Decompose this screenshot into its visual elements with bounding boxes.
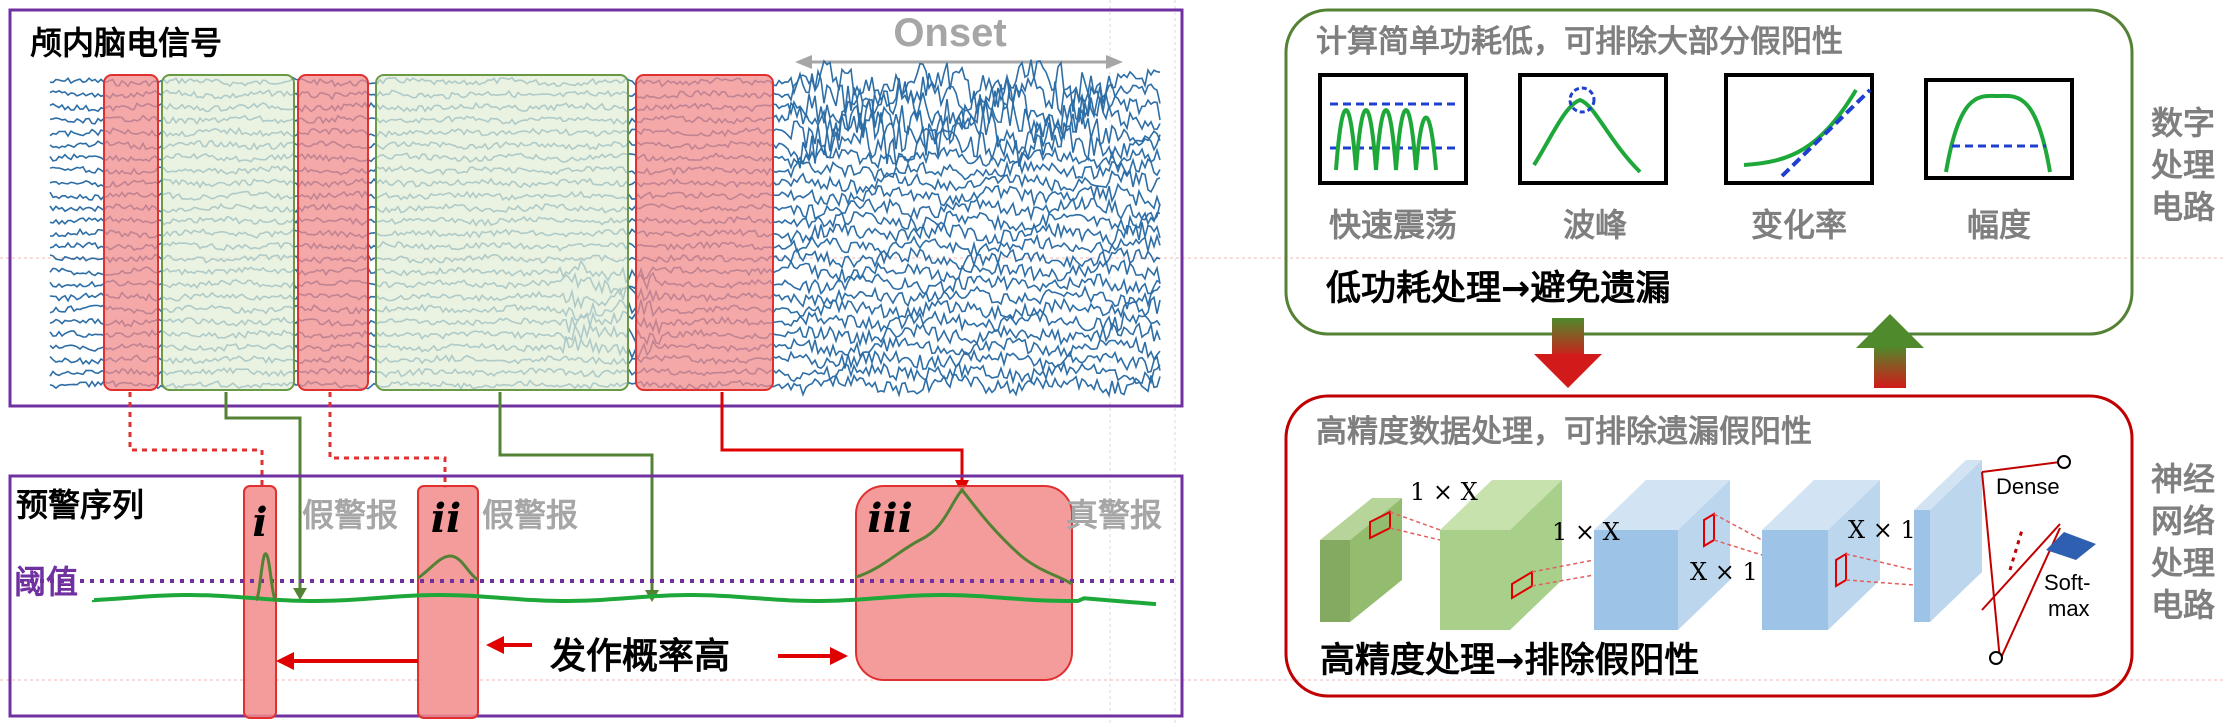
prob-arrows <box>276 636 848 670</box>
guide-lines <box>0 257 2224 681</box>
layer-label-3: X × 1 <box>1690 558 1758 586</box>
marker-ii: ii <box>431 495 461 542</box>
false-alarm-label-2: 假警报 <box>482 496 578 534</box>
onset-label: Onset <box>893 11 1006 55</box>
connectors <box>128 392 964 594</box>
digital-panel-frame <box>1284 8 2134 336</box>
feature-label-3: 变化率 <box>1751 206 1847 244</box>
marker-i: i <box>252 499 267 546</box>
neural-footer: 高精度处理→排除假阳性 <box>1320 641 1699 681</box>
conv-layer-2 <box>1440 480 1562 630</box>
eeg-panel-frame <box>8 8 1184 408</box>
feature-label-2: 波峰 <box>1563 206 1627 244</box>
neural-side-label-1: 神经 <box>2151 460 2215 498</box>
marker-i-window <box>243 485 277 719</box>
true-window <box>635 74 774 391</box>
neural-side-label-3: 处理 <box>2150 544 2215 582</box>
false-alarm-label-1: 假警报 <box>302 496 398 534</box>
warning-panel-frame <box>8 474 1184 718</box>
neural-side-label-4: 电路 <box>2151 586 2216 624</box>
peak-icon <box>1518 73 1668 185</box>
amplitude-icon <box>1924 78 2074 180</box>
digital-footer: 低功耗处理→避免遗漏 <box>1326 269 1670 309</box>
marker-ii-window <box>417 485 479 719</box>
neural-panel-frame <box>1284 394 2134 698</box>
conv-layer-4 <box>1762 480 1880 630</box>
neural-side-label-2: 网络 <box>2151 502 2215 540</box>
green-window-1 <box>161 74 295 391</box>
down-arrow <box>1534 318 1602 388</box>
conv-layer-3 <box>1594 480 1730 630</box>
marker-iii: iii <box>867 495 913 542</box>
layer-label-1: 1 × X <box>1410 478 1478 506</box>
digital-header: 计算简单功耗低，可排除大部分假阳性 <box>1316 24 1843 60</box>
neural-header: 高精度数据处理，可排除遗漏假阳性 <box>1316 414 1812 450</box>
green-window-2 <box>375 74 629 391</box>
true-alarm-label: 真警报 <box>1066 496 1162 534</box>
digital-side-label-3: 电路 <box>2151 188 2216 226</box>
warning-panel-title: 预警序列 <box>16 486 144 524</box>
eeg-panel-title: 颅内脑电信号 <box>30 24 222 62</box>
softmax-label-1: Soft- <box>2044 570 2090 595</box>
rate-of-change-icon <box>1724 73 1874 185</box>
false-window-1 <box>103 74 159 391</box>
prob-label: 发作概率高 <box>550 636 730 677</box>
digital-side-label-2: 处理 <box>2150 146 2215 184</box>
dense-label: Dense <box>1996 474 2060 499</box>
false-window-2 <box>297 74 369 391</box>
onset-arrow <box>795 55 1123 69</box>
softmax-label-2: max <box>2048 596 2090 621</box>
feature-label-1: 快速震荡 <box>1329 206 1457 244</box>
dense-connections <box>1981 455 2096 665</box>
threshold-label: 阈值 <box>14 563 78 601</box>
conv-layer-5 <box>1914 460 1982 622</box>
oscillation-icon <box>1318 73 1468 185</box>
layer-label-2: 1 × X <box>1552 518 1620 546</box>
up-arrow <box>1856 314 1924 388</box>
conv-layer-1 <box>1320 498 1402 622</box>
warning-signal <box>92 593 1157 607</box>
digital-side-label-1: 数字 <box>2151 104 2215 142</box>
layer-label-4: X × 1 <box>1848 516 1916 544</box>
feature-label-4: 幅度 <box>1967 206 2031 244</box>
